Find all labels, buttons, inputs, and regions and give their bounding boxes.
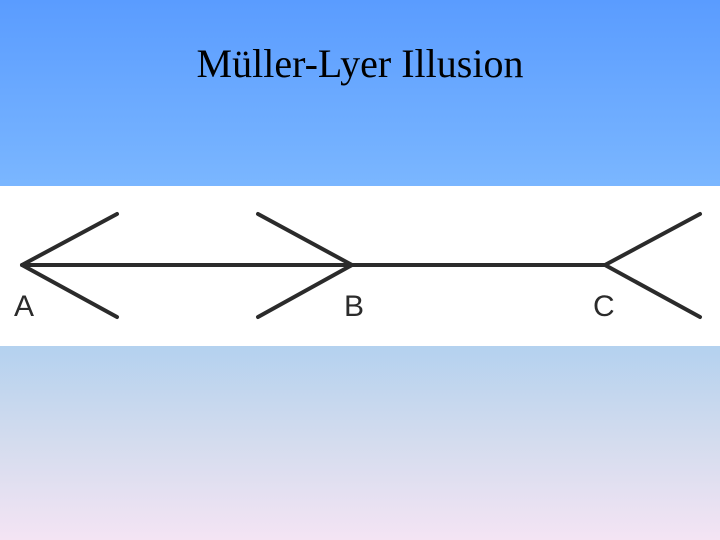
point-label-a: A bbox=[14, 290, 34, 323]
arrowhead-b bbox=[256, 212, 354, 319]
point-label-c: C bbox=[593, 290, 615, 323]
illusion-panel: A B C bbox=[0, 186, 720, 346]
mueller-lyer-diagram: A B C bbox=[14, 212, 702, 323]
point-label-b: B bbox=[344, 290, 364, 323]
fins-c bbox=[603, 212, 702, 319]
arrowhead-a bbox=[20, 212, 119, 319]
slide-title: Müller-Lyer Illusion bbox=[196, 41, 524, 86]
